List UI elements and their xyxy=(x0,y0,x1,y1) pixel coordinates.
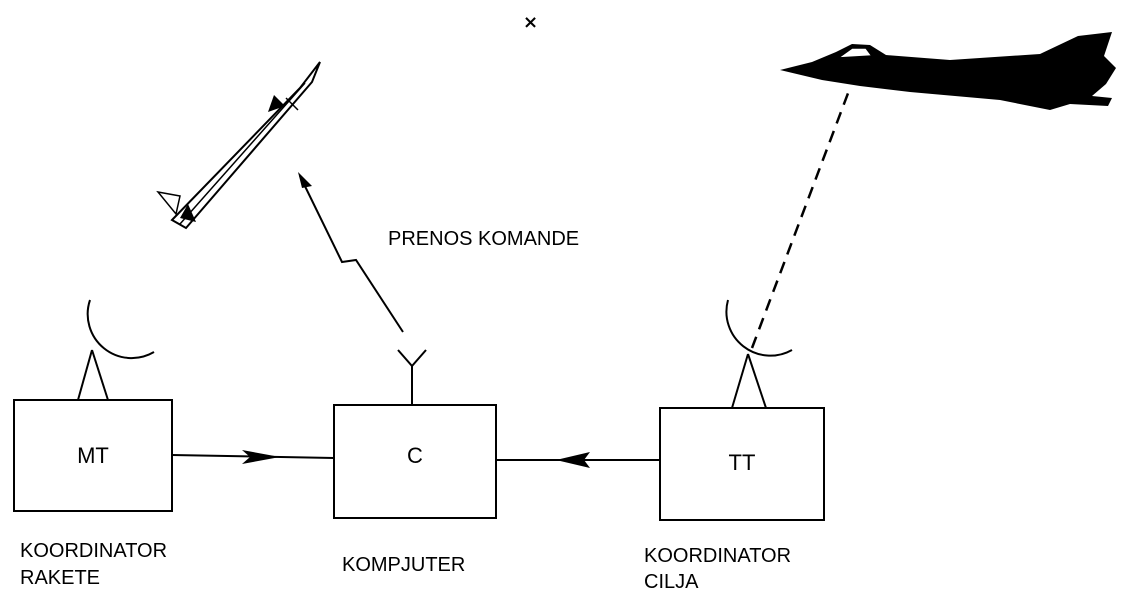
lightning-arrow-icon xyxy=(298,172,404,333)
command-link-label: PRENOS KOMANDE xyxy=(388,228,579,250)
computer-box xyxy=(333,404,497,519)
missile-tracker-caption-line2: RAKETE xyxy=(20,567,100,589)
computer-unit: C xyxy=(333,349,497,519)
target-tracker-caption-line2: CILJA xyxy=(644,571,699,593)
computer-label: C xyxy=(407,443,423,468)
arrow-mt-to-c xyxy=(171,450,335,464)
target-tracker-box xyxy=(659,407,825,521)
target-tracker-unit: TT xyxy=(659,299,825,521)
missile-icon xyxy=(156,61,321,230)
jet-aircraft-icon xyxy=(780,32,1116,110)
computer-caption: KOMPJUTER xyxy=(342,554,465,576)
x-marker: × xyxy=(523,12,538,33)
target-tracking-beam xyxy=(750,87,852,349)
target-tracker-caption-line1: KOORDINATOR xyxy=(644,545,791,567)
radar-dish-icon xyxy=(86,299,155,360)
radar-dish-icon xyxy=(725,299,793,357)
target-tracker-label: TT xyxy=(729,450,756,475)
arrow-tt-to-c xyxy=(496,452,660,468)
missile-tracker-caption-line1: KOORDINATOR xyxy=(20,540,167,562)
missile-tracker-label: MT xyxy=(77,443,109,468)
missile-tracker-unit: MT xyxy=(13,299,173,512)
